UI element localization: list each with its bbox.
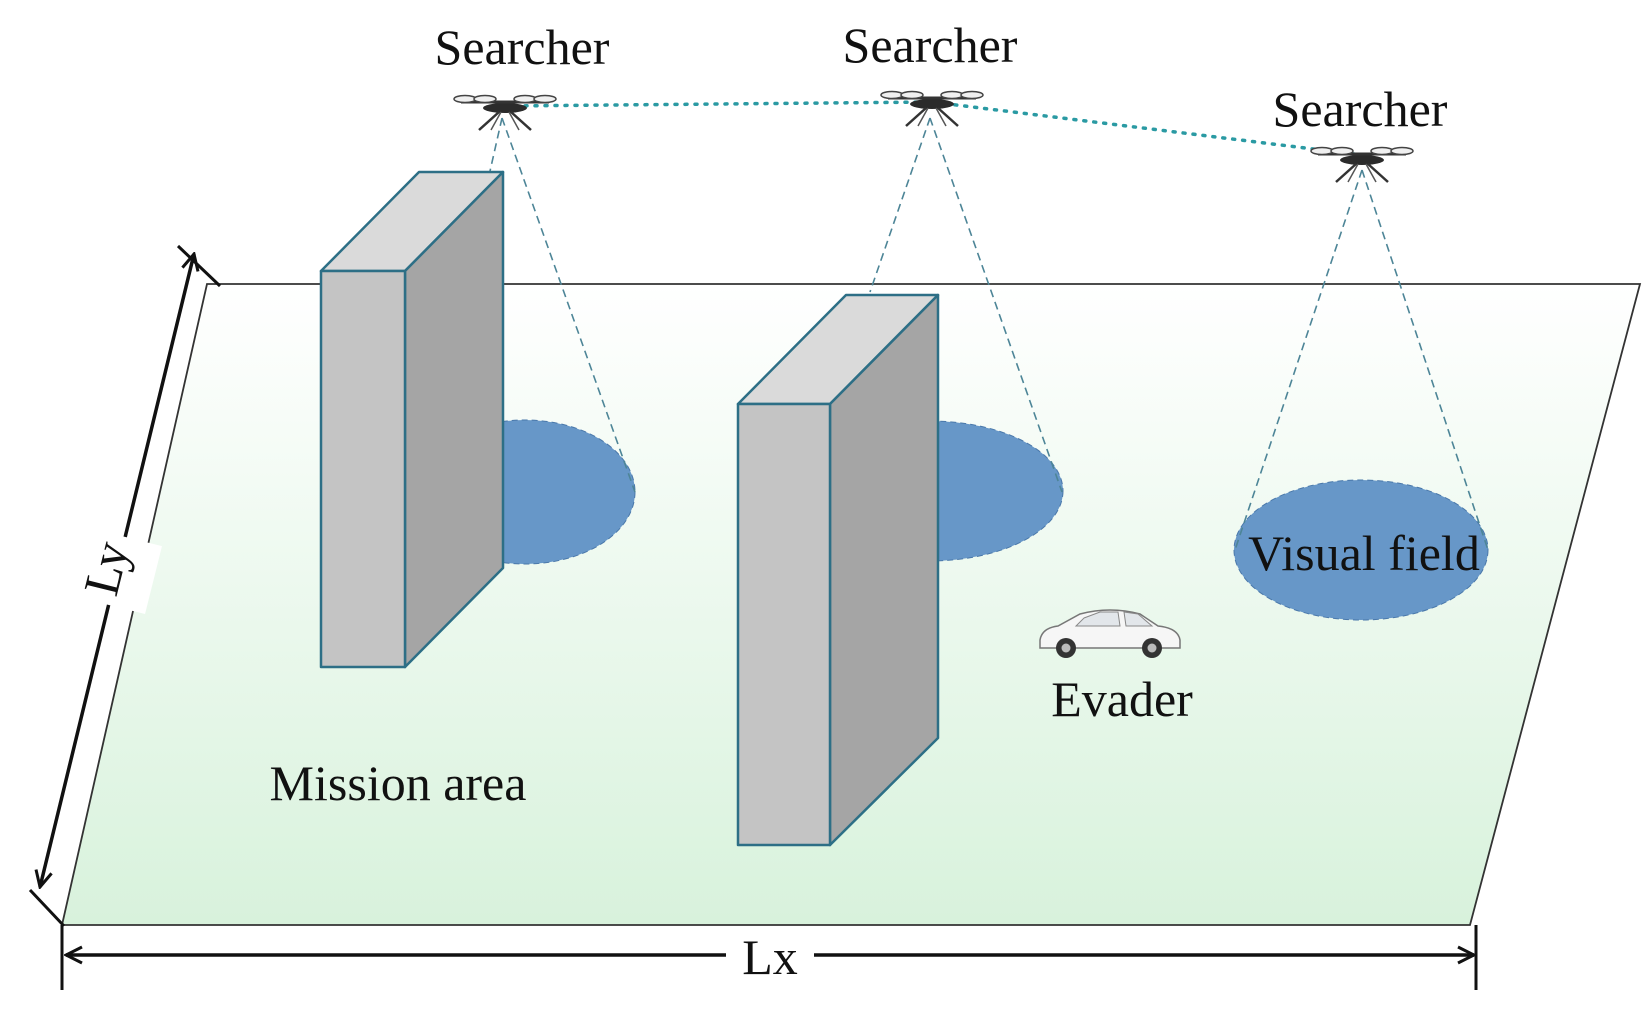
searcher-label-2: Searcher xyxy=(843,17,1018,73)
visual-field-label: Visual field xyxy=(1248,525,1480,581)
car-icon xyxy=(1039,609,1181,658)
ly-label: Ly xyxy=(72,536,139,601)
building-2 xyxy=(736,293,940,847)
searcher-link-line xyxy=(503,100,1364,157)
visual-cones xyxy=(487,117,1489,551)
ly-tick-top xyxy=(176,244,222,288)
evader-label: Evader xyxy=(1051,671,1193,727)
building-1 xyxy=(319,170,505,669)
ly-tick-bottom xyxy=(28,888,66,928)
mission-area-label: Mission area xyxy=(270,755,527,811)
ly-label-backdrop xyxy=(48,521,162,615)
quadcopter-drone-icon xyxy=(879,90,985,128)
searcher-label-1: Searcher xyxy=(435,19,610,75)
searcher-label-3: Searcher xyxy=(1273,81,1448,137)
visual-field-3 xyxy=(1233,479,1489,621)
lx-label: Lx xyxy=(742,929,798,985)
quadcopter-drone-icon xyxy=(1309,146,1415,184)
lx-label-backdrop xyxy=(726,930,814,980)
